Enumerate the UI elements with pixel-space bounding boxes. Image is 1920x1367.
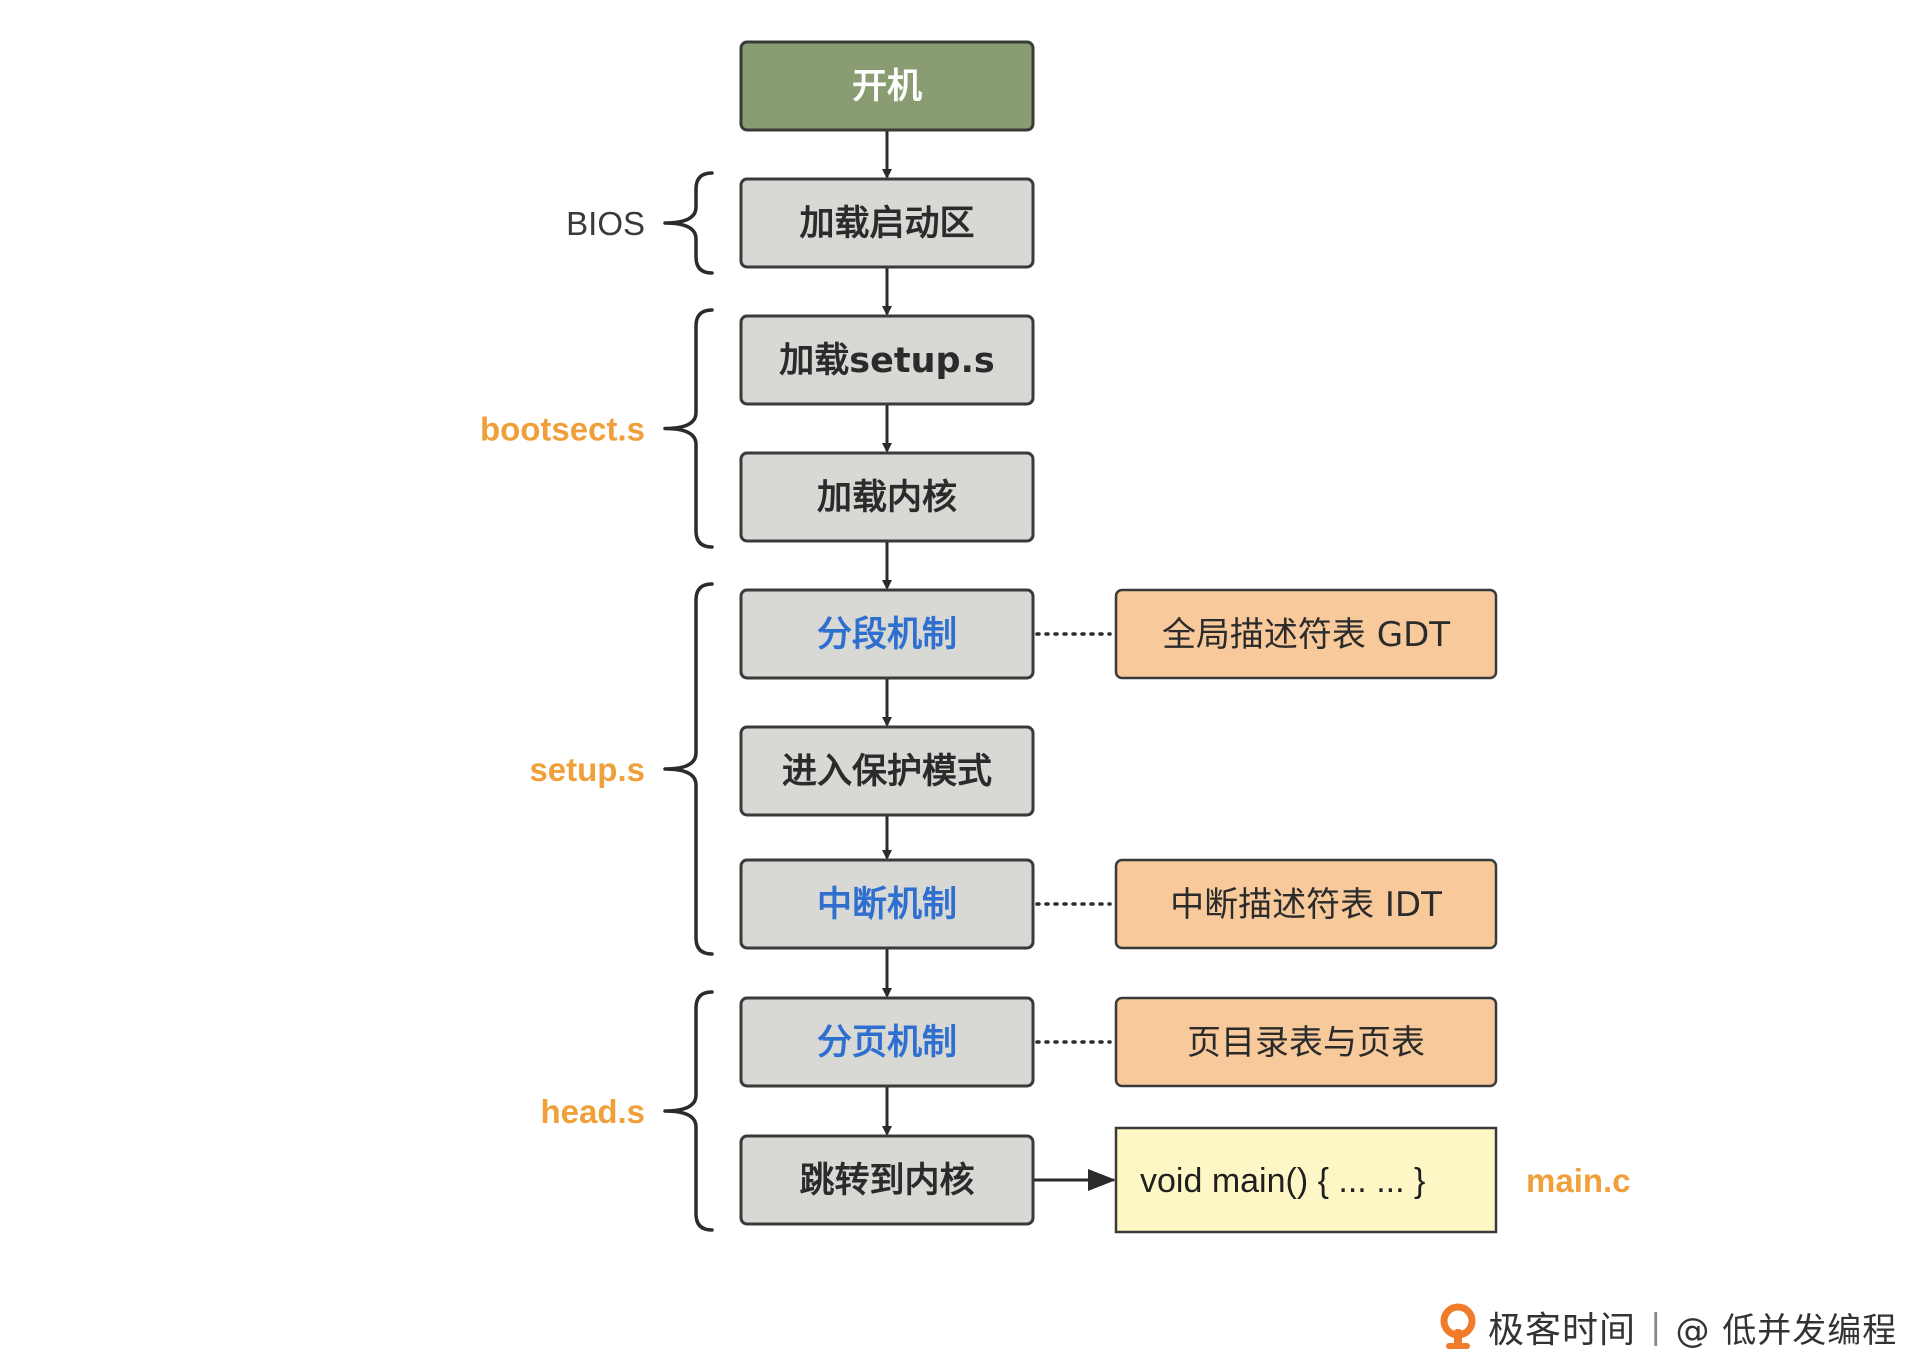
detail-note-shape	[1114, 996, 1498, 1088]
step-box-shape	[739, 996, 1035, 1088]
step-label: 进入保护模式	[782, 752, 992, 792]
step-box-shape	[739, 177, 1035, 269]
step-label: 开机	[852, 67, 922, 107]
step-box-shape	[739, 588, 1035, 680]
detail-note-shape	[1114, 858, 1498, 950]
detail-note-shape	[1114, 588, 1498, 680]
step-box-shape	[739, 1134, 1035, 1226]
geektime-logo-icon	[1440, 1303, 1476, 1349]
detail-note: 中断描述符表 IDT	[1114, 858, 1498, 950]
step-box-shape	[739, 314, 1035, 406]
stage-label: setup.s	[529, 751, 645, 788]
step-box-shape	[739, 725, 1035, 817]
stage-brace	[663, 308, 714, 549]
step-label: 分页机制	[817, 1023, 957, 1063]
step-box-shape	[739, 40, 1035, 132]
detail-note-text: 中断描述符表 IDT	[1170, 885, 1442, 925]
step-label: 加载setup.s	[779, 341, 994, 381]
step-box-shape	[739, 858, 1035, 950]
stage-label: head.s	[540, 1093, 645, 1130]
code-note: void main() { ... ... }	[1114, 1126, 1498, 1234]
detail-note-text: 页目录表与页表	[1187, 1023, 1425, 1063]
step-label: 跳转到内核	[799, 1161, 974, 1201]
step-box-shape	[739, 451, 1035, 543]
code-note-shape	[1114, 1126, 1498, 1234]
step-label: 分段机制	[817, 614, 957, 655]
code-note-text: void main() { ... ... }	[1140, 1162, 1425, 1200]
step-label: 加载启动区	[799, 204, 974, 244]
stages-layer: main.c BIOS bootsect.s setup.s head.s	[480, 171, 1631, 1232]
brand-name: 极客时间	[1488, 1310, 1637, 1351]
step-box: 开机	[739, 40, 1035, 132]
brand-separator: |	[1650, 1307, 1662, 1347]
stage-label: bootsect.s	[480, 411, 645, 448]
step-label: 加载内核	[817, 478, 957, 518]
stage-brace	[663, 171, 714, 275]
step-box: 加载内核	[739, 451, 1035, 543]
stage-brace	[663, 990, 714, 1232]
step-box: 分页机制	[739, 996, 1035, 1088]
step-box: 进入保护模式	[739, 725, 1035, 817]
step-label: 中断机制	[817, 885, 957, 925]
step-box: 加载setup.s	[739, 314, 1035, 406]
step-box: 加载启动区	[739, 177, 1035, 269]
stage-brace	[663, 582, 714, 956]
detail-note: 页目录表与页表	[1114, 996, 1498, 1088]
step-box: 中断机制	[739, 858, 1035, 950]
detail-note: 全局描述符表 GDT	[1114, 588, 1498, 680]
connectors-layer	[882, 130, 1116, 1191]
brand-author: @ 低并发编程	[1675, 1310, 1898, 1351]
step-box: 跳转到内核	[739, 1134, 1035, 1226]
step-box: 分段机制	[739, 588, 1035, 680]
detail-note-text: 全局描述符表 GDT	[1162, 615, 1450, 655]
stage-label: BIOS	[566, 205, 645, 242]
file-tag: main.c	[1526, 1162, 1631, 1199]
footer-brand: 极客时间 | @ 低并发编程	[1438, 1300, 1897, 1354]
